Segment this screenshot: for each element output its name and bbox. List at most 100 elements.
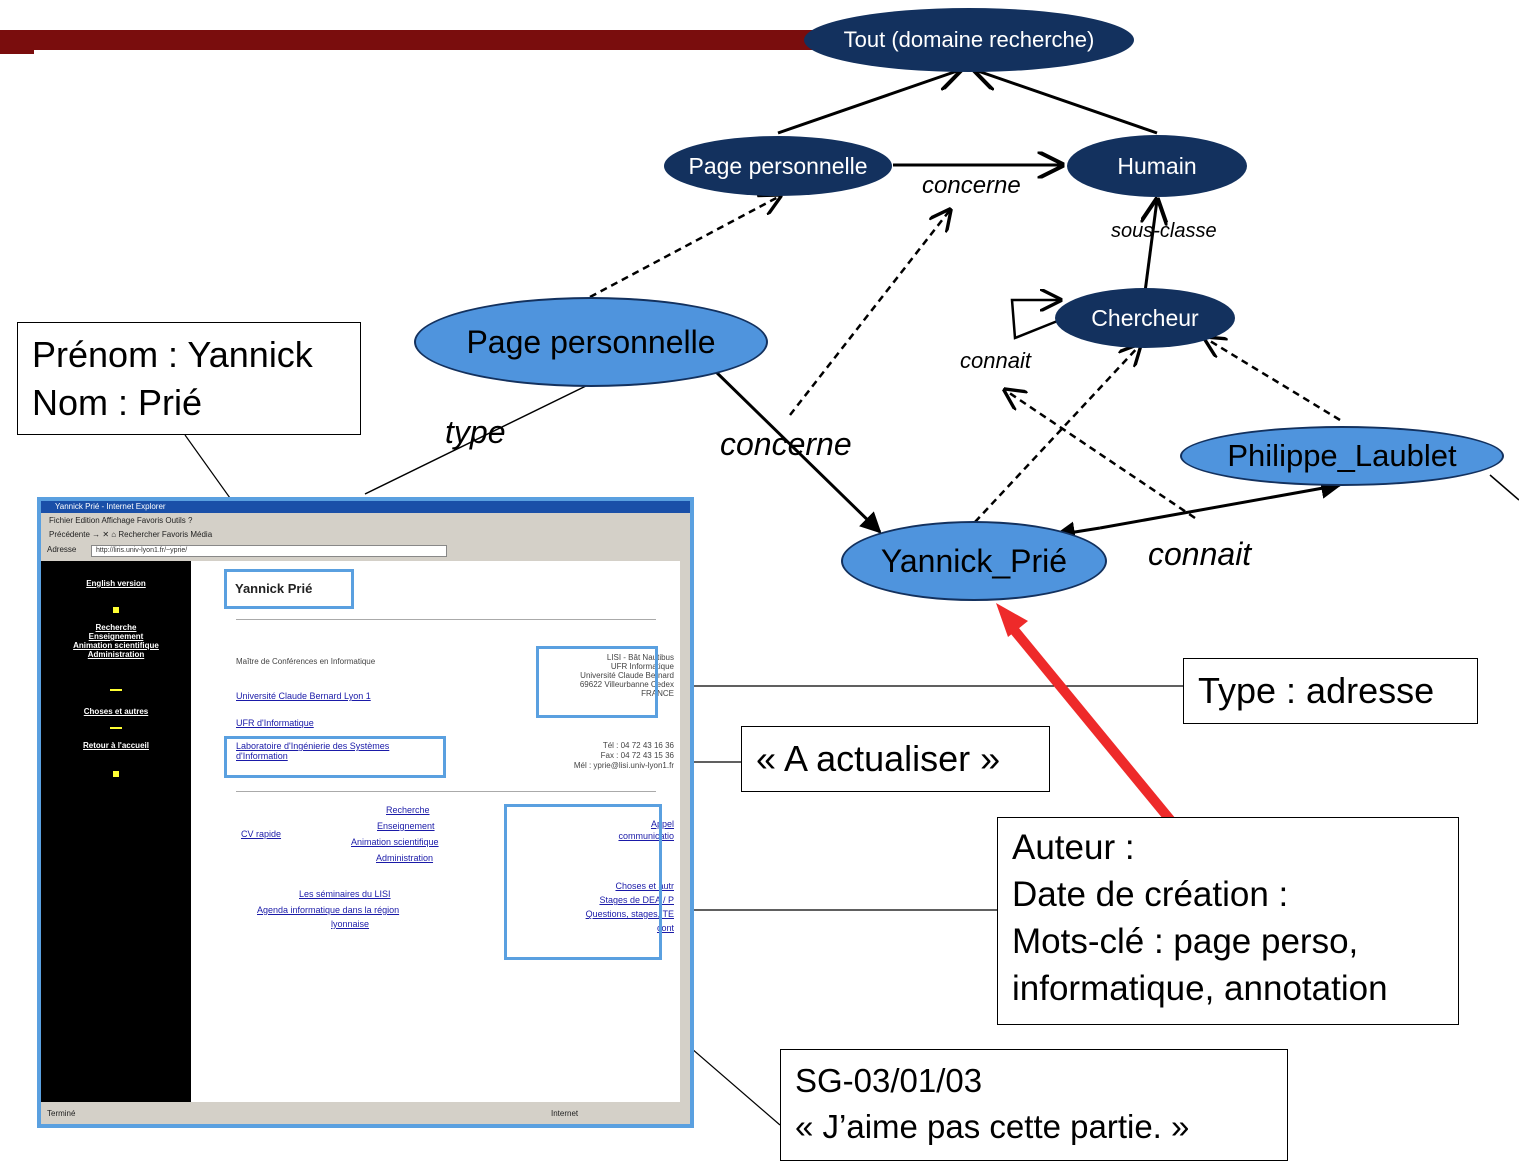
annotation-actualiser: « A actualiser » xyxy=(741,726,1050,792)
node-page-personnelle-instance: Page personnelle xyxy=(414,297,768,387)
sidebar-animation: Animation scientifique xyxy=(73,641,159,650)
sidebar-dash xyxy=(110,689,122,691)
node-philippe-laublet: Philippe_Laublet xyxy=(1180,426,1504,486)
site-link-cv: CV rapide xyxy=(241,829,282,839)
browser-toolbar: Précédente → ✕ ⌂ Rechercher Favoris Médi… xyxy=(49,530,213,539)
node-humain: Humain xyxy=(1067,135,1247,197)
edge-page-to-tout xyxy=(777,70,960,135)
meta-mots-cle: Mots-clé : page perso, xyxy=(1012,922,1359,961)
label-connait-class: connait xyxy=(960,348,1031,373)
site-position: Maître de Conférences en Informatique xyxy=(236,657,376,666)
divider xyxy=(236,791,656,792)
site-fax: Fax : 04 72 43 15 36 xyxy=(600,751,674,760)
site-author-name: Yannick Prié xyxy=(235,581,313,596)
annotation-type-adresse: Type : adresse xyxy=(1183,658,1478,724)
highlight-links-block xyxy=(504,804,662,960)
browser-title-bar: Yannick Prié - Internet Explorer xyxy=(41,501,690,513)
highlight-address xyxy=(536,646,658,718)
divider xyxy=(236,619,656,620)
label-type: type xyxy=(445,414,506,450)
edge-chercheur-to-humain xyxy=(1145,200,1157,293)
sidebar-dot xyxy=(113,771,119,777)
browser-window: Yannick Prié - Internet Explorer Fichier… xyxy=(37,497,694,1128)
browser-scrollbar xyxy=(680,561,690,1102)
site-link-lab: Laboratoire d'Ingénierie des Systèmes xyxy=(236,741,390,751)
annotation-comment: SG-03/01/03 « J’aime pas cette partie. » xyxy=(780,1049,1288,1161)
site-address-2: UFR Informatique xyxy=(610,662,674,671)
annotation-prenom: Prénom : Yannick xyxy=(32,334,313,375)
site-sidebar: English version Recherche Enseignement A… xyxy=(41,561,191,1102)
annotation-nom: Nom : Prié xyxy=(32,382,203,423)
site-link-appel-2: communicatio xyxy=(618,831,674,841)
browser-status-bar: Terminé Internet xyxy=(41,1104,690,1124)
edge-humain-to-tout xyxy=(975,70,1158,135)
site-link-univ: Université Claude Bernard Lyon 1 xyxy=(236,691,371,701)
sidebar-enseignement: Enseignement xyxy=(88,632,144,641)
annotation-metadata: Auteur : Date de création : Mots-clé : p… xyxy=(997,817,1459,1025)
site-link-seminaires: Les séminaires du LISI xyxy=(299,889,391,899)
site-link-stages: Stages de DEA / P xyxy=(599,895,674,905)
site-link-lab-2: d'Information xyxy=(236,751,288,761)
sidebar-retour: Retour à l'accueil xyxy=(83,741,149,750)
sidebar-recherche: Recherche xyxy=(95,623,137,632)
edge-laublet-offscreen xyxy=(1489,474,1519,501)
title-bar-tab xyxy=(0,30,34,54)
label-connait-instance: connait xyxy=(1148,536,1252,572)
site-link-questions: Questions, stages, TE xyxy=(585,909,674,919)
meta-mots-cle-cont: informatique, annotation xyxy=(1012,969,1388,1008)
site-link-recherche: Recherche xyxy=(386,805,430,815)
edge-instance-of-page xyxy=(589,196,780,299)
meta-date: Date de création : xyxy=(1012,875,1289,914)
node-page-personnelle-class: Page personnelle xyxy=(664,136,892,196)
site-main: Yannick Prié Maître de Conférences en In… xyxy=(191,561,680,1102)
browser-address-label: Adresse xyxy=(47,545,77,554)
status-zone: Internet xyxy=(551,1109,579,1118)
label-sous-classe: sous-classe xyxy=(1111,220,1217,242)
red-pointer-arrow xyxy=(1006,621,1199,854)
node-chercheur: Chercheur xyxy=(1055,288,1235,348)
label-concerne-class: concerne xyxy=(922,172,1021,199)
site-mel: Mél : yprie@lisi.univ-lyon1.fr xyxy=(573,761,674,770)
edge-connait-self xyxy=(1010,300,1060,340)
browser-address-field: http://liris.univ-lyon1.fr/~yprie/ xyxy=(91,545,447,557)
site-link-agenda-2: lyonnaise xyxy=(331,919,370,929)
status-text: Terminé xyxy=(47,1109,76,1118)
site-link-administration: Administration xyxy=(376,853,434,863)
highlight-lab xyxy=(224,736,446,778)
comment-text: « J’aime pas cette partie. » xyxy=(795,1108,1190,1145)
title-bar-decoration xyxy=(0,30,840,50)
site-address-3: Université Claude Bernard xyxy=(580,671,674,680)
highlight-name xyxy=(224,569,354,609)
site-link-ufr: UFR d'Informatique xyxy=(236,718,314,728)
annotation-prenom-nom: Prénom : Yannick Nom : Prié xyxy=(17,322,361,435)
site-tel: Tél : 04 72 43 16 36 xyxy=(602,741,674,750)
site-link-choses: Choses et autr xyxy=(615,881,674,891)
meta-auteur: Auteur : xyxy=(1012,828,1135,867)
edge-instance-of-connait xyxy=(1005,390,1196,520)
site-link-agenda: Agenda informatique dans la région xyxy=(257,905,400,915)
site-link-animation: Animation scientifique xyxy=(351,837,439,847)
comment-signature: SG-03/01/03 xyxy=(795,1062,983,1099)
edge-connait-instance-a xyxy=(1099,477,1343,530)
edge-prie-instance-chercheur xyxy=(974,345,1140,523)
edge-type xyxy=(364,383,591,495)
node-yannick-prie: Yannick_Prié xyxy=(841,521,1107,601)
browser-menu-bar: Fichier Edition Affichage Favoris Outils… xyxy=(49,516,193,525)
node-tout: Tout (domaine recherche) xyxy=(804,8,1134,72)
edge-instance-of-concerne xyxy=(789,210,950,416)
label-concerne-instance: concerne xyxy=(720,426,852,462)
red-arrow-head xyxy=(996,603,1028,637)
sidebar-administration: Administration xyxy=(87,650,145,659)
sidebar-dot xyxy=(113,607,119,613)
sidebar-english: English version xyxy=(86,579,146,588)
site-address-4: 69622 Villeurbanne Cedex xyxy=(579,680,674,689)
site-address-1: LISI - Bât Nautibus xyxy=(606,653,674,662)
sidebar-dash xyxy=(110,727,122,729)
edge-laublet-instance-chercheur xyxy=(1205,338,1341,422)
edge-concerne-instance xyxy=(710,366,882,534)
site-link-appel: Appel xyxy=(650,819,674,829)
sidebar-choses: Choses et autres xyxy=(83,707,149,716)
site-link-cont: cont xyxy=(656,923,674,933)
site-link-enseignement: Enseignement xyxy=(377,821,435,831)
